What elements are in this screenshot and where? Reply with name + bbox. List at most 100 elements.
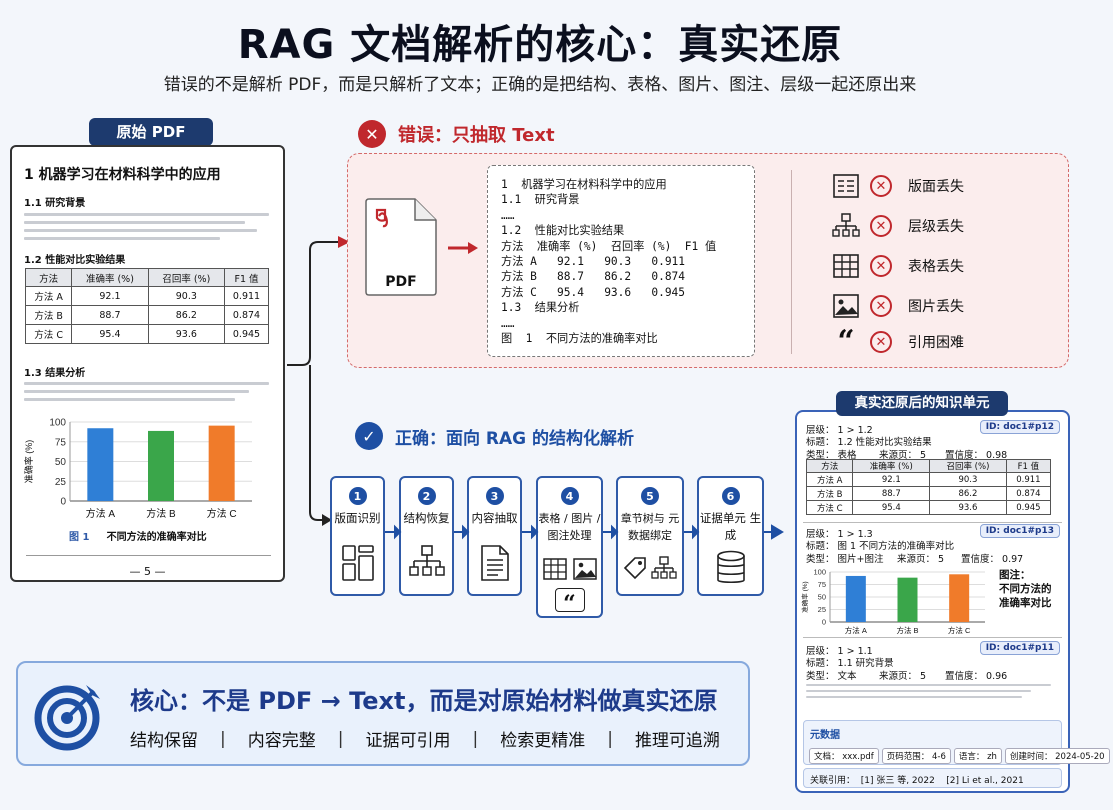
page-number: — 5 — [129, 565, 166, 578]
image-icon [572, 558, 597, 580]
figure-caption-number: 图 1 [69, 532, 90, 543]
table-cell: 88.7 [852, 486, 931, 501]
error-x-icon: ✕ [870, 295, 892, 317]
knowledge-units-title: 真实还原后的知识单元 [836, 391, 1008, 416]
step-number: 3 [485, 487, 504, 505]
right-header: ✓ 正确：面向 RAG 的结构化解析 [355, 422, 634, 450]
core-point: 检索更精准 [500, 731, 586, 751]
figure-caption-text: 不同方法的准确率对比 [106, 532, 207, 543]
check-icon: ✓ [355, 422, 383, 450]
right-title: 正确：面向 RAG 的结构化解析 [395, 428, 635, 449]
y-tick-label: 0 [60, 497, 66, 508]
unit-title: 标题： 1.2 性能对比实验结果 [806, 437, 932, 448]
step-label: 章节树与 元数据绑定 [620, 512, 680, 542]
table-cell: 0.945 [1005, 500, 1052, 515]
unit-type: 类型： 文本 [806, 671, 857, 682]
doc-text-lines-2 [24, 382, 269, 406]
pdf-file-label: PDF [385, 274, 417, 290]
metadata-item: 文档： xxx.pdf [809, 748, 879, 764]
table-header: 召回率 (%) [929, 459, 1007, 473]
original-pdf-label: 原始 PDF [89, 118, 213, 146]
layout-icon [833, 174, 859, 198]
page-subtitle: 错误的不是解析 PDF，而是只解析了文本；正确的是把结构、表格、图片、图注、层级… [163, 75, 917, 95]
table-header: 方法 [805, 459, 854, 473]
unit-id-badge: ID: doc1#p11 [979, 641, 1060, 655]
y-axis-label: 准确率 (%) [23, 440, 34, 484]
loss-label: 引用困难 [908, 335, 964, 351]
loss-label: 图片丢失 [908, 299, 964, 315]
step-number: 2 [417, 487, 436, 505]
y-tick-label: 50 [55, 457, 67, 468]
table-cell: 0.874 [224, 305, 269, 325]
layout-icon [341, 545, 374, 581]
bar [897, 577, 918, 622]
hierarchy-icon [651, 556, 677, 579]
y-tick-label: 75 [818, 580, 826, 589]
x-tick-label: 方法 A [86, 507, 116, 520]
bar [949, 574, 970, 622]
step-number: 4 [560, 487, 579, 505]
step-evidence-unit: 6 证据单元 生成 [697, 476, 764, 596]
unit-type: 类型： 图片+图注 [806, 554, 884, 565]
doc-heading-1: 1 机器学习在材料科学中的应用 [24, 167, 221, 183]
step-number: 5 [641, 487, 659, 505]
doc-heading-1-1: 1.1 研究背景 [24, 198, 86, 209]
page-title: RAG 文档解析的核心：真实还原 [237, 22, 843, 68]
x-tick-label: 方法 A [845, 625, 867, 635]
figure-caption: 图 1 不同方法的准确率对比 [69, 528, 207, 543]
doc-text-lines-1 [24, 213, 269, 245]
extracted-text-block: 1 机器学习在材料科学中的应用 1.1 研究背景 …… 1.2 性能对比实验结果… [487, 165, 755, 357]
step-label: 结构恢复 [403, 511, 450, 525]
table-icon [542, 558, 567, 580]
bar [208, 425, 235, 501]
error-x-icon: ✕ [870, 215, 892, 237]
table-cell: 86.2 [147, 305, 226, 325]
unit-figure-caption: 图注： 不同方法的 准确率对比 [999, 569, 1052, 609]
unit-title: 标题： 1.1 研究背景 [806, 658, 894, 669]
doc-heading-1-2: 1.2 性能对比实验结果 [24, 255, 126, 266]
error-x-icon: ✕ [870, 331, 892, 353]
unit-title: 标题： 图 1 不同方法的准确率对比 [806, 541, 955, 552]
pdf-file-icon [365, 198, 437, 296]
page-divider [26, 555, 271, 556]
hierarchy-icon [408, 545, 445, 576]
step-label: 内容抽取 [471, 511, 518, 525]
loss-item: ✕ 图片丢失 [832, 291, 964, 321]
metadata-item: 创建时间： 2024-05-20 [1004, 748, 1110, 764]
y-tick-label: 100 [49, 418, 66, 429]
unit-source-page: 来源页： 5 [897, 554, 945, 565]
core-points: 结构保留 | 内容完整 | 证据可引用 | 检索更精准 | 推理可追溯 [130, 726, 720, 752]
step-label: 证据单元 生成 [699, 511, 762, 542]
table-cell: 方法 C [24, 324, 73, 344]
original-pdf-page: 1 机器学习在材料科学中的应用 1.1 研究背景 1.2 性能对比实验结果 方法… [10, 145, 285, 582]
table-cell: 93.6 [929, 500, 1007, 515]
step-layout-recognition: 1 版面识别 [330, 476, 385, 596]
table-cell: 90.3 [147, 286, 226, 306]
table-cell: 95.4 [852, 500, 931, 515]
table-cell: 90.3 [929, 472, 1007, 487]
table-header: 准确率 (%) [71, 268, 149, 287]
unit-level: 层级： 1 > 1.3 [806, 529, 873, 540]
metadata-item: 页码范围： 4-6 [881, 748, 951, 764]
unit-type: 类型： 表格 [806, 450, 857, 461]
table-cell: 方法 B [805, 486, 854, 501]
y-tick-label: 75 [55, 437, 67, 448]
unit-confidence: 置信度： 0.96 [945, 671, 1008, 682]
branch-connector [287, 236, 350, 526]
bar [87, 428, 114, 501]
tag-icon [623, 557, 646, 580]
table-header: 准确率 (%) [852, 459, 931, 473]
table-header: F1 值 [1005, 459, 1052, 473]
unit-source-page: 来源页： 5 [879, 671, 927, 682]
step-table-image-caption: 4 表格 / 图片 / 图注处理 “ [536, 476, 603, 618]
error-x-icon: ✕ [358, 120, 386, 148]
table-header: 召回率 (%) [147, 268, 226, 287]
table-header: 方法 [24, 268, 73, 287]
core-point: 证据可引用 [365, 731, 451, 751]
y-axis-label: 准确率 (%) [800, 581, 809, 612]
x-tick-label: 方法 C [948, 625, 971, 635]
table-cell: 88.7 [71, 305, 149, 325]
